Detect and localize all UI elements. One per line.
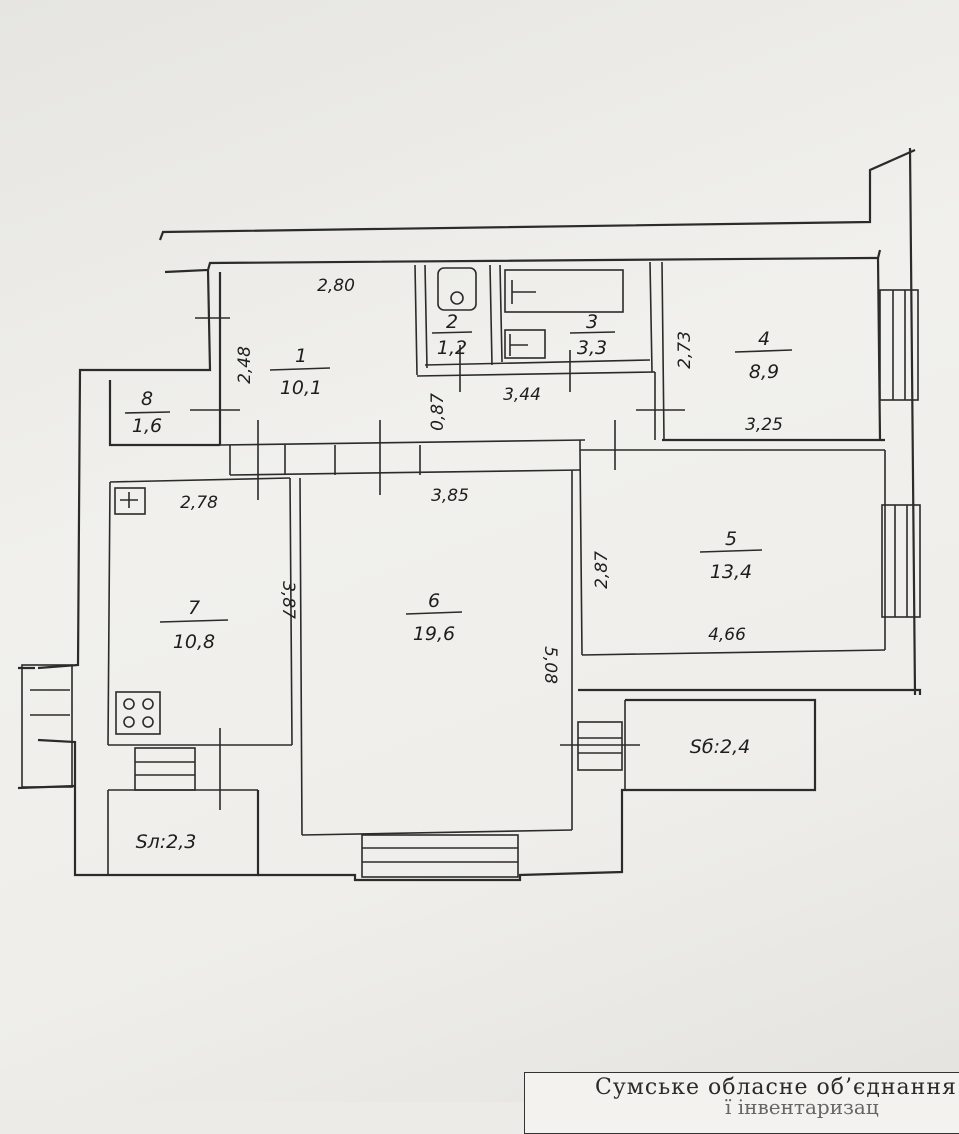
stove-icon xyxy=(115,691,161,735)
room-3-number: 3 xyxy=(586,311,598,333)
kitchen-sink-icon xyxy=(114,487,146,515)
room-8-area: 1,6 xyxy=(132,415,162,437)
paper-sheet xyxy=(0,0,959,1102)
room-3-area: 3,3 xyxy=(577,337,607,359)
dim-3-25: 3,25 xyxy=(745,415,783,435)
room-1-area: 10,1 xyxy=(280,377,322,399)
room-4-area: 8,9 xyxy=(749,361,779,383)
balcony-right-area: Sб:2,4 xyxy=(690,736,750,758)
outer-walls xyxy=(17,147,922,882)
bathtub-icon xyxy=(504,269,624,313)
room-6-area: 19,6 xyxy=(413,623,455,645)
dim-2-73: 2,73 xyxy=(675,331,695,369)
sink-icon xyxy=(504,329,546,359)
windows xyxy=(21,289,921,878)
balcony-labels: Sл:2,3 Sб:2,4 xyxy=(136,736,751,853)
dim-5-08: 5,08 xyxy=(540,646,560,684)
dim-2-87: 2,87 xyxy=(592,551,612,589)
room-2-area: 1,2 xyxy=(437,337,467,359)
dim-2-78: 2,78 xyxy=(180,493,218,513)
stamp-line-1: Сумське обласне об’єднання xyxy=(595,1075,957,1100)
dim-3-44: 3,44 xyxy=(503,385,541,405)
room-8-number: 8 xyxy=(141,388,153,410)
room-7-area: 10,8 xyxy=(173,631,215,653)
room-label-lines xyxy=(124,331,793,623)
dimension-labels: 2,80 2,48 0,87 3,44 2,73 3,25 2,78 3,85 … xyxy=(180,276,783,684)
balcony-left-area: Sл:2,3 xyxy=(136,831,197,853)
dim-3-85: 3,85 xyxy=(431,486,469,506)
floor-plan: 1 10,1 2 1,2 3 3,3 4 8,9 5 13,4 6 19,6 7… xyxy=(17,147,922,882)
dim-2-80: 2,80 xyxy=(317,276,355,296)
room-2-number: 2 xyxy=(446,311,458,333)
organization-stamp: Сумське обласне об’єднання ї інвентариза… xyxy=(524,1072,959,1134)
doors xyxy=(190,317,685,810)
room-1-number: 1 xyxy=(295,345,307,367)
interior-walls xyxy=(107,261,886,875)
room-6-number: 6 xyxy=(428,590,440,612)
room-5-number: 5 xyxy=(725,528,737,550)
dim-0-87: 0,87 xyxy=(428,393,448,431)
dim-4-66: 4,66 xyxy=(708,625,746,645)
fixtures xyxy=(114,267,624,735)
toilet-icon xyxy=(450,291,464,305)
room-labels: 1 10,1 2 1,2 3 3,3 4 8,9 5 13,4 6 19,6 7… xyxy=(132,311,779,653)
dim-2-48: 2,48 xyxy=(235,346,255,384)
room-7-number: 7 xyxy=(188,597,200,619)
room-4-number: 4 xyxy=(758,328,770,350)
stamp-line-2: ї інвентаризац xyxy=(725,1095,879,1119)
dim-3-87: 3,87 xyxy=(278,581,298,619)
room-5-area: 13,4 xyxy=(710,561,752,583)
